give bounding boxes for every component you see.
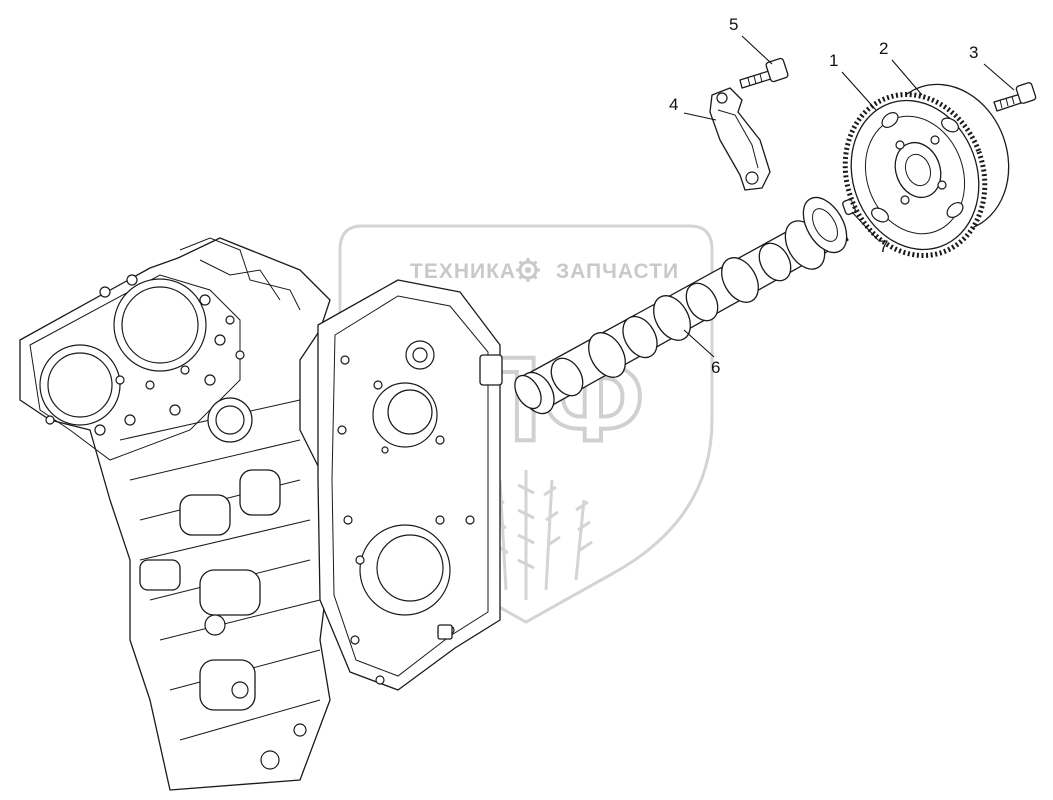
watermark-right-word: ЗАПЧАСТИ	[556, 260, 679, 283]
callout-1: 1	[829, 51, 877, 111]
cover-bolt-holes	[337, 355, 475, 685]
callout-6: 6	[683, 329, 720, 377]
svg-text:1: 1	[829, 51, 838, 70]
gear-lightening-holes	[871, 112, 964, 223]
svg-text:3: 3	[969, 43, 978, 62]
svg-text:5: 5	[729, 15, 738, 34]
block-boss	[179, 494, 231, 536]
callout-5: 5	[729, 15, 773, 65]
svg-text:2: 2	[879, 39, 888, 58]
head-bolt-holes	[45, 274, 245, 436]
block-boss	[139, 559, 181, 591]
camshaft	[514, 196, 849, 415]
camshaft-end	[514, 374, 542, 410]
engine-block	[19, 237, 331, 791]
callout-7: 7	[851, 211, 888, 256]
callout-4: 4	[669, 95, 717, 121]
timing-cover-plate	[317, 279, 503, 691]
cover-tab	[479, 354, 503, 386]
camshaft-lobes	[519, 220, 826, 415]
callout-3: 3	[969, 43, 1015, 91]
svg-text:6: 6	[711, 358, 720, 377]
block-boss	[199, 569, 261, 616]
camshaft-gear	[842, 83, 1010, 258]
callout-2: 2	[879, 39, 923, 96]
thrust-plate	[709, 87, 771, 191]
watermark-left-word: ТЕХНИКА	[410, 260, 516, 283]
watermark-shield	[338, 224, 714, 624]
gear-hub	[894, 141, 942, 199]
block-boss	[239, 469, 281, 516]
gear-bolt-holes	[895, 135, 947, 205]
gear-bolt	[993, 82, 1037, 112]
bolt	[739, 57, 789, 89]
svg-text:7: 7	[879, 237, 888, 256]
callouts: 1 2 3 4 5 6 7	[669, 15, 1015, 377]
svg-text:4: 4	[669, 95, 678, 114]
gear-icon	[516, 258, 540, 282]
